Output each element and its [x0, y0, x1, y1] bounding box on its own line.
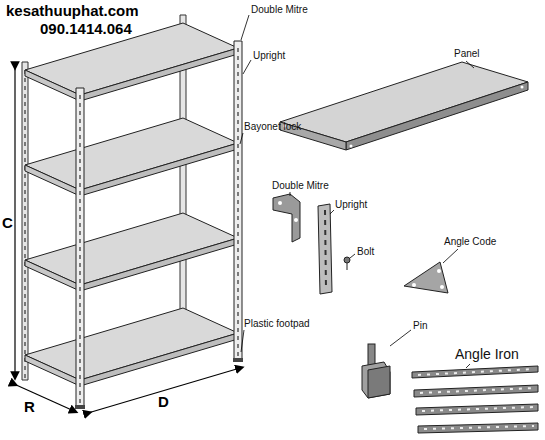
- part-label: Angle Iron: [455, 346, 519, 362]
- watermark-url: kesathuuphat.com: [6, 2, 139, 19]
- part-label: Double Mitre: [272, 180, 329, 192]
- part-label: Double Mitre: [251, 4, 308, 16]
- dimension-label: C: [2, 214, 13, 231]
- part-label: Angle Code: [444, 236, 496, 248]
- dimension-label: R: [24, 398, 35, 415]
- part-label: Bayonet lock: [244, 121, 301, 133]
- watermark-phone: 090.1414.064: [40, 20, 132, 37]
- part-label: Upright: [253, 50, 285, 62]
- part-label: Plastic footpad: [244, 318, 310, 330]
- part-label: Upright: [335, 199, 367, 211]
- dimension-label: D: [158, 393, 169, 410]
- part-label: Panel: [454, 48, 480, 60]
- part-label: Bolt: [357, 246, 374, 258]
- part-label: Pin: [413, 320, 427, 332]
